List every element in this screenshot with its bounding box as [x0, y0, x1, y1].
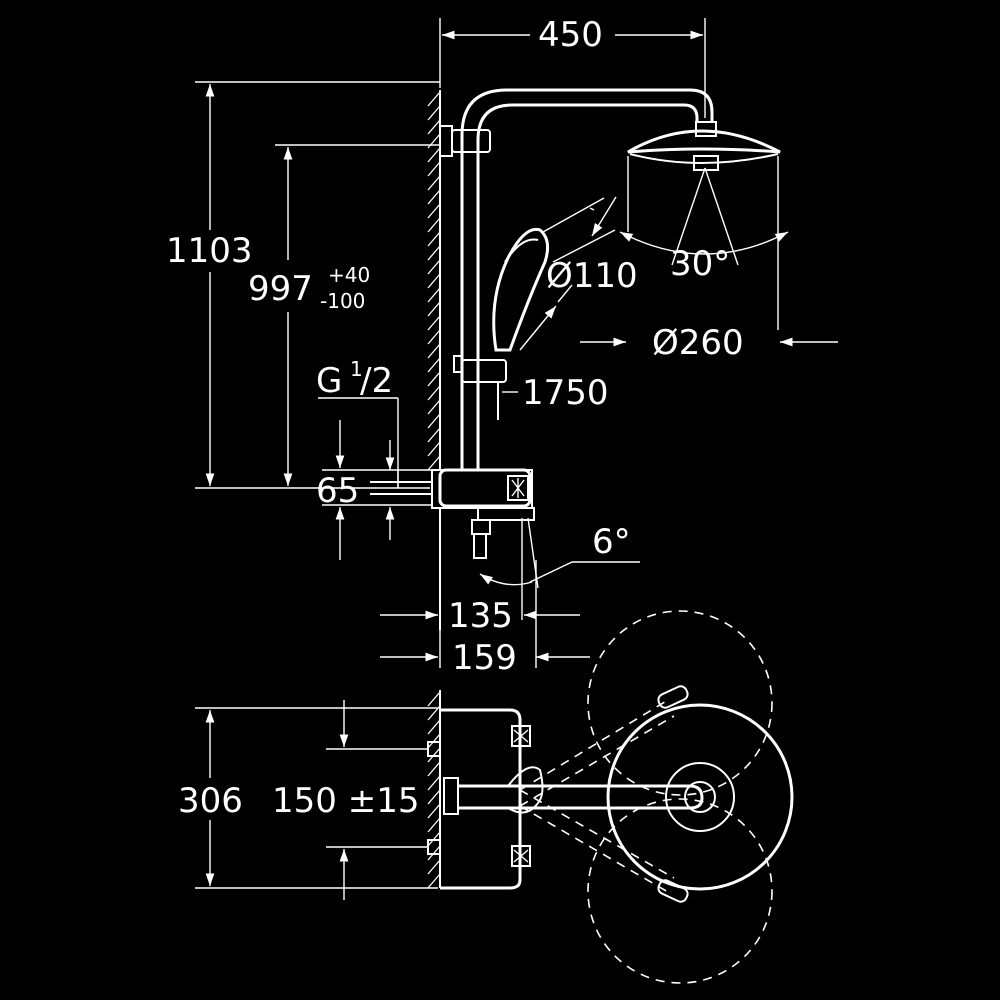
plan-head-rotated [519, 610, 773, 984]
hatch-line [427, 873, 441, 889]
hatch-line [427, 301, 441, 317]
hatch-line [427, 385, 441, 401]
hatch-line [427, 105, 441, 121]
hatch-line [427, 357, 441, 373]
hatch-line [427, 441, 441, 457]
hatch-line [427, 315, 441, 331]
dim-label-1750: 1750 [522, 373, 609, 413]
hatch-line [427, 399, 441, 415]
hatch-line [427, 413, 441, 429]
hatch-line [427, 203, 441, 219]
dim-label-150: 150 ±15 [272, 781, 419, 821]
hatch-line [427, 245, 441, 261]
dim-label-thread-num: 1 [350, 357, 363, 381]
hand-shower [492, 196, 617, 352]
slider-bracket [453, 355, 518, 420]
hatch-line [427, 691, 441, 707]
dim-label-450: 450 [538, 15, 603, 55]
dim-label-30deg: 30° [670, 244, 730, 284]
wall-bracket [439, 125, 491, 157]
dim-connection [318, 397, 432, 560]
dim-label-159: 159 [452, 638, 517, 678]
dim-label-tol-plus: +40 [328, 263, 370, 287]
hatch-line [427, 803, 441, 819]
hatch-line [427, 259, 441, 275]
dim-label-1103: 1103 [166, 231, 253, 271]
hatch-line [427, 175, 441, 191]
dim-label-306: 306 [178, 781, 243, 821]
dim-label-tol-minus: -100 [320, 289, 365, 313]
hatch-line [427, 273, 441, 289]
dim-label-135: 135 [448, 596, 513, 636]
hatch-line [427, 455, 441, 471]
overhead-shower-head [619, 121, 789, 330]
hatch-line [427, 119, 441, 135]
dim-450 [439, 18, 706, 118]
thermostat-mixer [431, 468, 640, 630]
dim-label-head-diameter: Ø260 [652, 323, 744, 363]
hatch-line [427, 427, 441, 443]
dim-label-65: 65 [316, 471, 359, 511]
dim-label-997: 997 [248, 269, 313, 309]
hatch-line [427, 287, 441, 303]
plan-view: 306 150 ±15 [178, 610, 794, 984]
riser-pipe [460, 88, 714, 470]
hatch-line [427, 817, 441, 833]
plan-head-solid [606, 703, 794, 891]
plan-dims [195, 700, 438, 900]
plan-shower-arm [458, 766, 704, 814]
hatch-line [427, 775, 441, 791]
dim-heights [195, 81, 440, 489]
hatch-line [427, 343, 441, 359]
hatch-line [427, 147, 441, 163]
hatch-line [427, 329, 441, 345]
hatch-line [427, 789, 441, 805]
hatch-line [427, 161, 441, 177]
hatch-line [427, 231, 441, 247]
dim-label-6deg: 6° [592, 522, 631, 562]
hatch-line [427, 859, 441, 875]
hatch-line [427, 719, 441, 735]
dim-label-hand-diameter: Ø110 [546, 256, 638, 296]
hatch-line [427, 189, 441, 205]
dim-depths [380, 560, 590, 668]
dim-label-thread-g: G [316, 361, 342, 401]
hatch-line [427, 91, 441, 107]
hatch-line [427, 217, 441, 233]
dim-label-thread-den: /2 [360, 361, 393, 401]
elevation-view: 450 1103 997 +40 -100 G 1 /2 65 Ø110 175… [166, 15, 838, 678]
hatch-line [427, 761, 441, 777]
plan-thermostat [427, 708, 531, 890]
hatch-line [427, 371, 441, 387]
